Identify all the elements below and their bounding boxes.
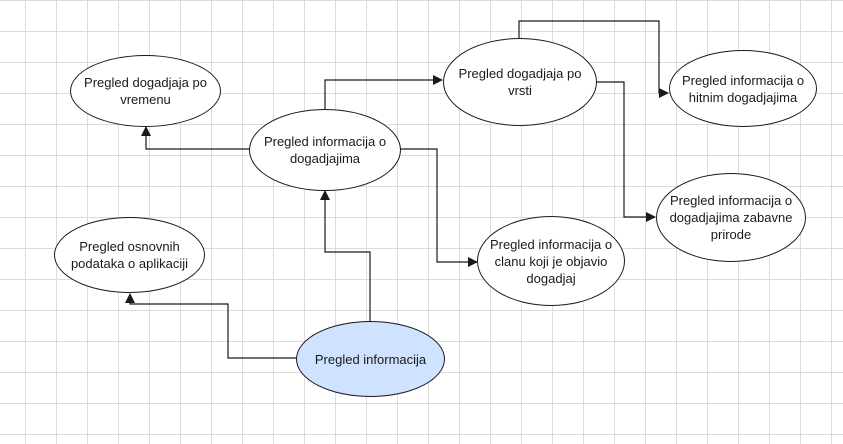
- edge-informacije-to-osnovni-podaci: [125, 293, 296, 359]
- edge-informacije-o-dogadjajima-to-po-vrsti: [324, 75, 443, 110]
- node-clan-label: Pregled informacija o clanu koji je obja…: [489, 236, 613, 286]
- edge-informacije-to-informacije-o-dogadjajima: [320, 190, 371, 322]
- node-informacije-label: Pregled informacija: [314, 351, 427, 367]
- node-informacije-o-dogadjajima[interactable]: Pregled informacija o dogadjajima: [249, 109, 401, 191]
- node-clan[interactable]: Pregled informacija o clanu koji je obja…: [477, 216, 625, 306]
- node-po-vrsti[interactable]: Pregled dogadjaja po vrsti: [443, 38, 597, 126]
- node-informacije[interactable]: Pregled informacija: [296, 321, 445, 397]
- edge-informacije-o-dogadjajima-to-po-vremenu: [141, 126, 250, 150]
- node-hitni-label: Pregled informacija o hitnim dogadjajima: [681, 72, 805, 105]
- node-po-vremenu-label: Pregled dogadjaja po vremenu: [84, 75, 207, 107]
- edge-po-vrsti-to-zabavne-prirode: [596, 81, 656, 222]
- node-zabavne-prirode[interactable]: Pregled informacija o dogadjajima zabavn…: [656, 173, 806, 262]
- node-po-vrsti-label: Pregled dogadjaja po vrsti: [458, 66, 582, 98]
- edge-po-vrsti-to-hitni: [518, 20, 669, 98]
- node-hitni[interactable]: Pregled informacija o hitnim dogadjajima: [669, 50, 817, 127]
- node-zabavne-prirode-label: Pregled informacija o dogadjajima zabavn…: [669, 193, 793, 242]
- node-po-vremenu[interactable]: Pregled dogadjaja po vremenu: [70, 55, 221, 127]
- node-osnovni-podaci[interactable]: Pregled osnovnih podataka o aplikaciji: [54, 217, 205, 293]
- edge-informacije-o-dogadjajima-to-clan: [400, 148, 478, 267]
- node-informacije-o-dogadjajima-label: Pregled informacija o dogadjajima: [263, 134, 387, 166]
- node-osnovni-podaci-label: Pregled osnovnih podataka o aplikaciji: [70, 239, 189, 271]
